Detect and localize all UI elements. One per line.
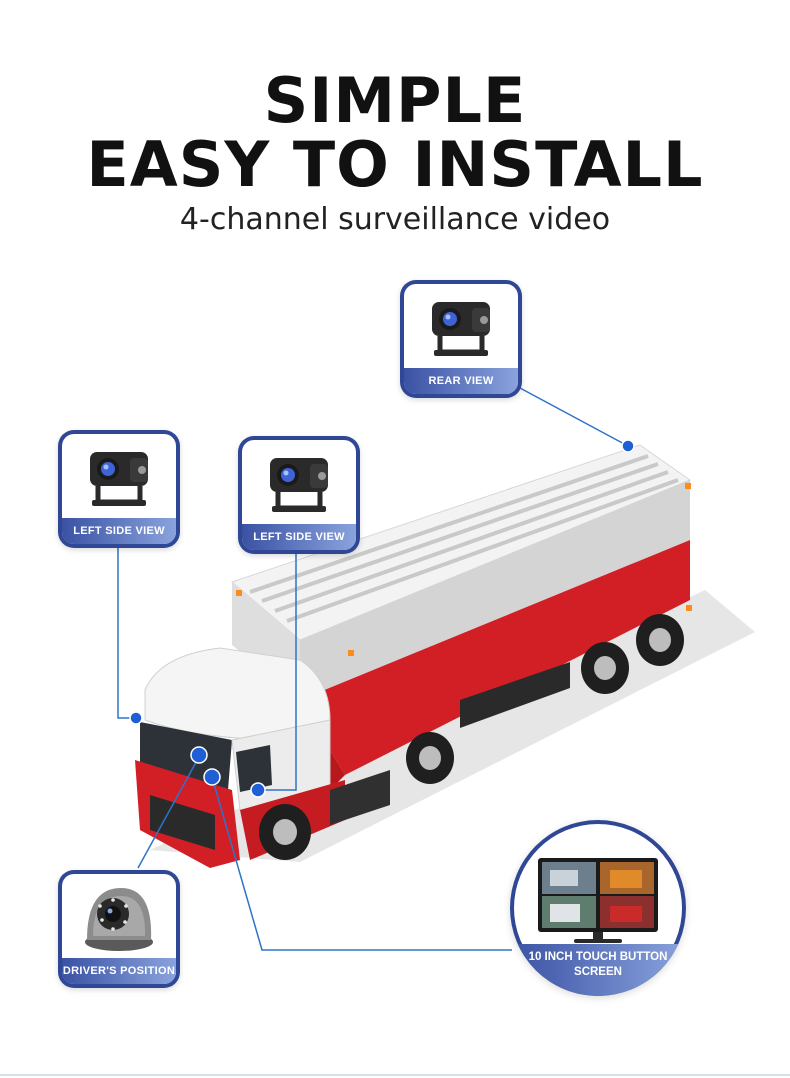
camera-label-left-side-1: LEFT SIDE VIEW xyxy=(62,518,176,544)
monitor-label: 10 INCH TOUCH BUTTON SCREEN xyxy=(510,944,686,996)
camera-label-rear-view: REAR VIEW xyxy=(404,368,518,394)
camera-card-driver-position: DRIVER'S POSITION xyxy=(58,870,180,988)
connector-dots xyxy=(129,439,635,798)
box-camera-icon xyxy=(90,452,148,506)
monitor-card: 10 INCH TOUCH BUTTON SCREEN xyxy=(510,820,686,996)
monitor-icon xyxy=(538,858,658,943)
camera-card-rear-view: REAR VIEW xyxy=(400,280,522,398)
camera-label-left-side-2: LEFT SIDE VIEW xyxy=(242,524,356,550)
dome-camera-icon xyxy=(85,888,153,951)
headline-line-2: EASY TO INSTALL xyxy=(86,128,704,201)
camera-card-left-side-1: LEFT SIDE VIEW xyxy=(58,430,180,548)
cargo-box xyxy=(231,440,692,790)
rear-wheels xyxy=(406,614,684,784)
box-camera-icon xyxy=(270,458,328,512)
box-camera-icon xyxy=(432,302,490,356)
headline-line-1: SIMPLE xyxy=(263,64,527,137)
camera-label-driver-position: DRIVER'S POSITION xyxy=(62,958,176,984)
subtitle: 4-channel surveillance video xyxy=(179,202,611,237)
footer-divider xyxy=(0,1074,790,1076)
camera-card-left-side-2: LEFT SIDE VIEW xyxy=(238,436,360,554)
